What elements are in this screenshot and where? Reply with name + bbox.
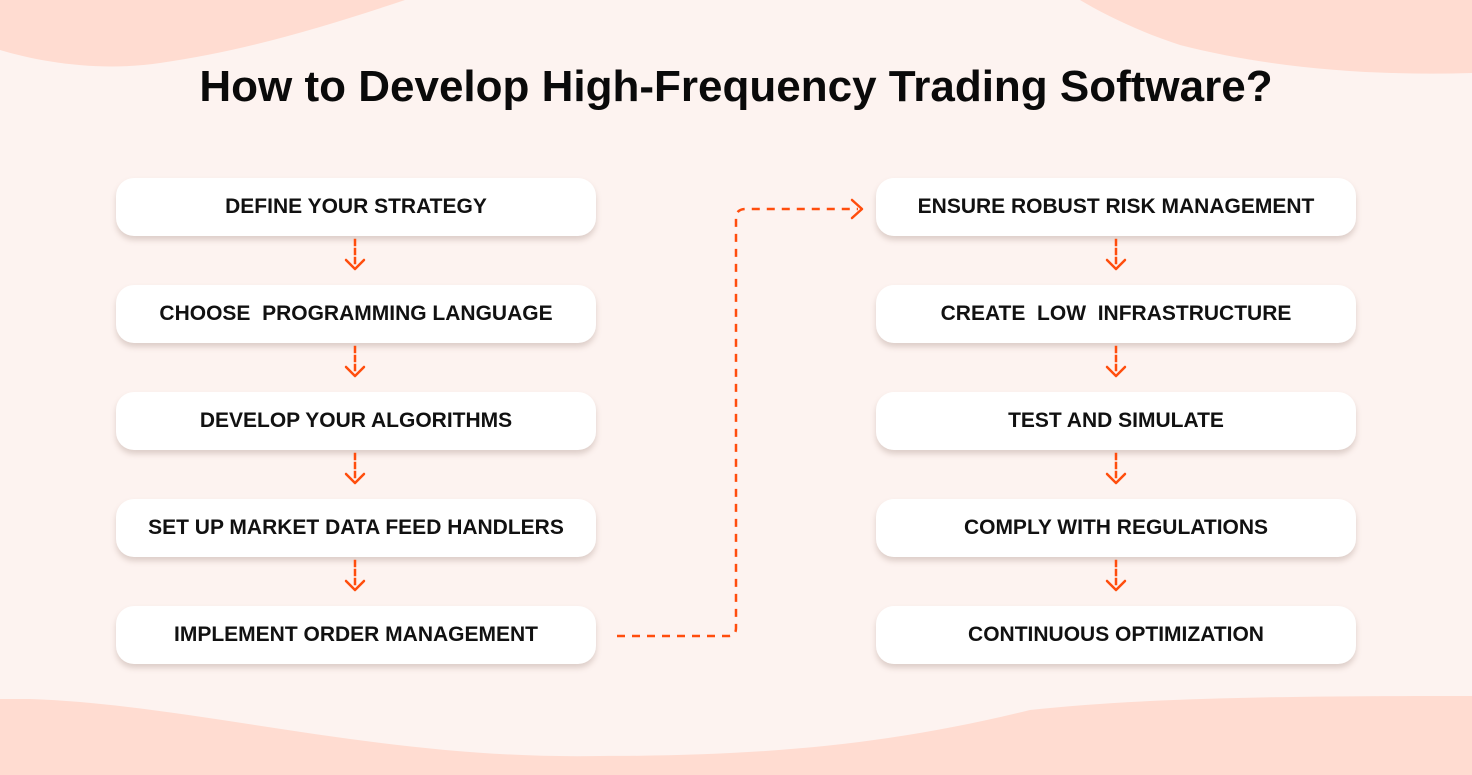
step-choose-language: CHOOSE PROGRAMMING LANGUAGE <box>116 285 596 343</box>
step-label: CHOOSE PROGRAMMING LANGUAGE <box>159 302 553 325</box>
step-label: TEST AND SIMULATE <box>1008 409 1224 432</box>
step-order-management: IMPLEMENT ORDER MANAGEMENT <box>116 606 596 664</box>
top-right-wave <box>1080 0 1472 74</box>
step-risk-management: ENSURE ROBUST RISK MANAGEMENT <box>876 178 1356 236</box>
step-test-simulate: TEST AND SIMULATE <box>876 392 1356 450</box>
top-left-wave <box>0 0 405 67</box>
step-label: COMPLY WITH REGULATIONS <box>963 516 1269 539</box>
step-continuous-optimization: CONTINUOUS OPTIMIZATION <box>876 606 1356 664</box>
bottom-wave <box>0 696 1472 775</box>
step-develop-algorithms: DEVELOP YOUR ALGORITHMS <box>116 392 596 450</box>
step-label: DEFINE YOUR STRATEGY <box>225 195 487 218</box>
step-label: CREATE LOW INFRASTRUCTURE <box>940 302 1292 325</box>
step-define-strategy: DEFINE YOUR STRATEGY <box>116 178 596 236</box>
page-title: How to Develop High-Frequency Trading So… <box>199 62 1273 111</box>
step-low-infrastructure: CREATE LOW INFRASTRUCTURE <box>876 285 1356 343</box>
step-label: SET UP MARKET DATA FEED HANDLERS <box>148 516 564 539</box>
step-label: CONTINUOUS OPTIMIZATION <box>968 623 1264 646</box>
step-market-data-feed: SET UP MARKET DATA FEED HANDLERS <box>116 499 596 557</box>
step-comply-regulations: COMPLY WITH REGULATIONS <box>876 499 1356 557</box>
step-label: ENSURE ROBUST RISK MANAGEMENT <box>917 195 1315 218</box>
step-label: IMPLEMENT ORDER MANAGEMENT <box>174 623 538 646</box>
step-label: DEVELOP YOUR ALGORITHMS <box>199 409 513 432</box>
